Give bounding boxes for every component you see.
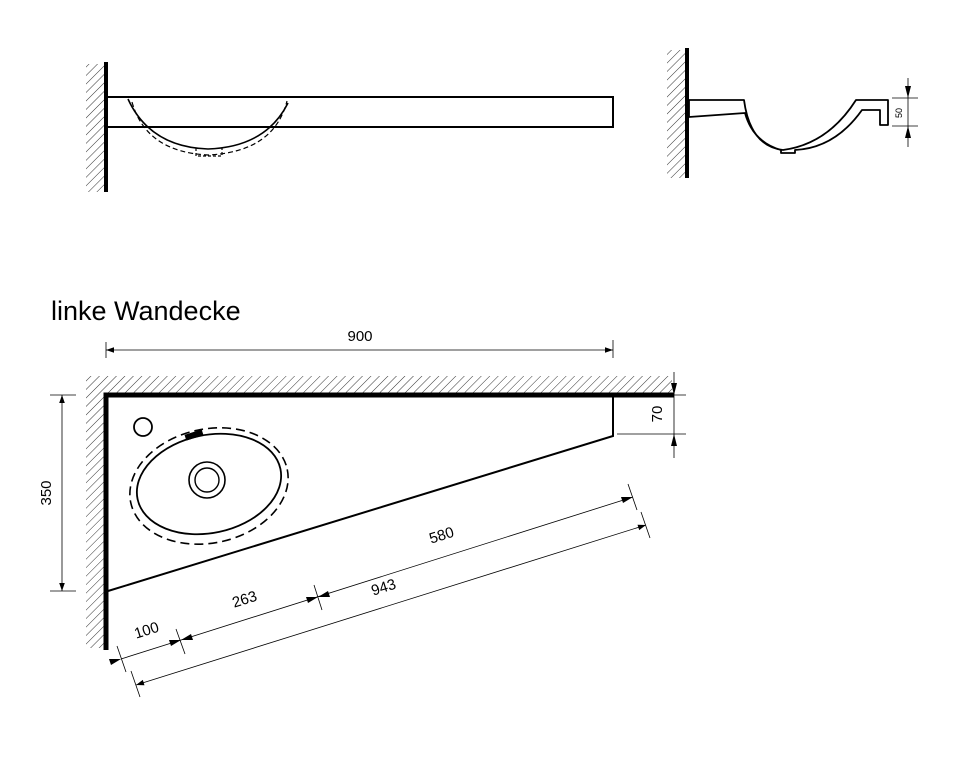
dim-943-ext-end <box>640 511 651 539</box>
dim-row1-ext-start <box>116 645 127 673</box>
overflow-slot <box>184 429 204 441</box>
plan-wall-hatch-top <box>86 376 672 648</box>
front-view-bowl-hidden-line <box>131 100 288 156</box>
dim-row1-arrow-100-left <box>109 659 121 665</box>
dim-row1-arrow-580-right <box>621 497 633 503</box>
plan-wall-line <box>103 392 674 650</box>
dim-580-label: 580 <box>427 524 456 548</box>
front-view <box>86 62 614 192</box>
dim-row1-arrow-263-left <box>181 634 193 640</box>
dim-row1-arrow-263-right <box>306 597 318 603</box>
dim-70-arrow-top <box>671 383 677 395</box>
plan-basin-outline <box>107 397 614 592</box>
front-view-wall-hatch <box>86 64 104 192</box>
dim-70-label: 70 <box>649 406 666 423</box>
side-view: 50 <box>667 48 918 178</box>
front-view-bowl-outline <box>127 98 289 150</box>
drain-inner <box>194 467 220 493</box>
front-view-drain <box>195 148 223 157</box>
dim-50-arrow-bottom <box>905 126 911 138</box>
dim-900-label: 900 <box>347 328 372 345</box>
dim-943-line <box>135 524 647 686</box>
dim-943-label: 943 <box>369 576 398 600</box>
dim-263-label: 263 <box>230 588 259 612</box>
dim-50-arrow-top <box>905 86 911 98</box>
dim-50-label: 50 <box>894 108 904 118</box>
dim-350-label: 350 <box>38 480 55 505</box>
side-view-profile <box>688 99 889 154</box>
tap-hole <box>133 417 153 437</box>
dim-row1-arrow-100-right <box>169 640 181 646</box>
front-view-basin-slab <box>106 96 614 128</box>
dim-row1-line <box>120 496 634 660</box>
drain-outer <box>188 461 226 499</box>
plan-view-title: linke Wandecke <box>51 296 241 326</box>
side-view-wall-hatch <box>667 50 685 178</box>
plan-view: 900 350 70 100 263 580 943 <box>38 328 686 698</box>
dim-943-ext-start <box>130 670 141 698</box>
bowl-hidden-outline <box>129 427 289 545</box>
dim-100-label: 100 <box>132 619 161 643</box>
dim-row1-arrow-580-left <box>318 591 330 597</box>
dim-70-arrow-bottom <box>671 434 677 446</box>
